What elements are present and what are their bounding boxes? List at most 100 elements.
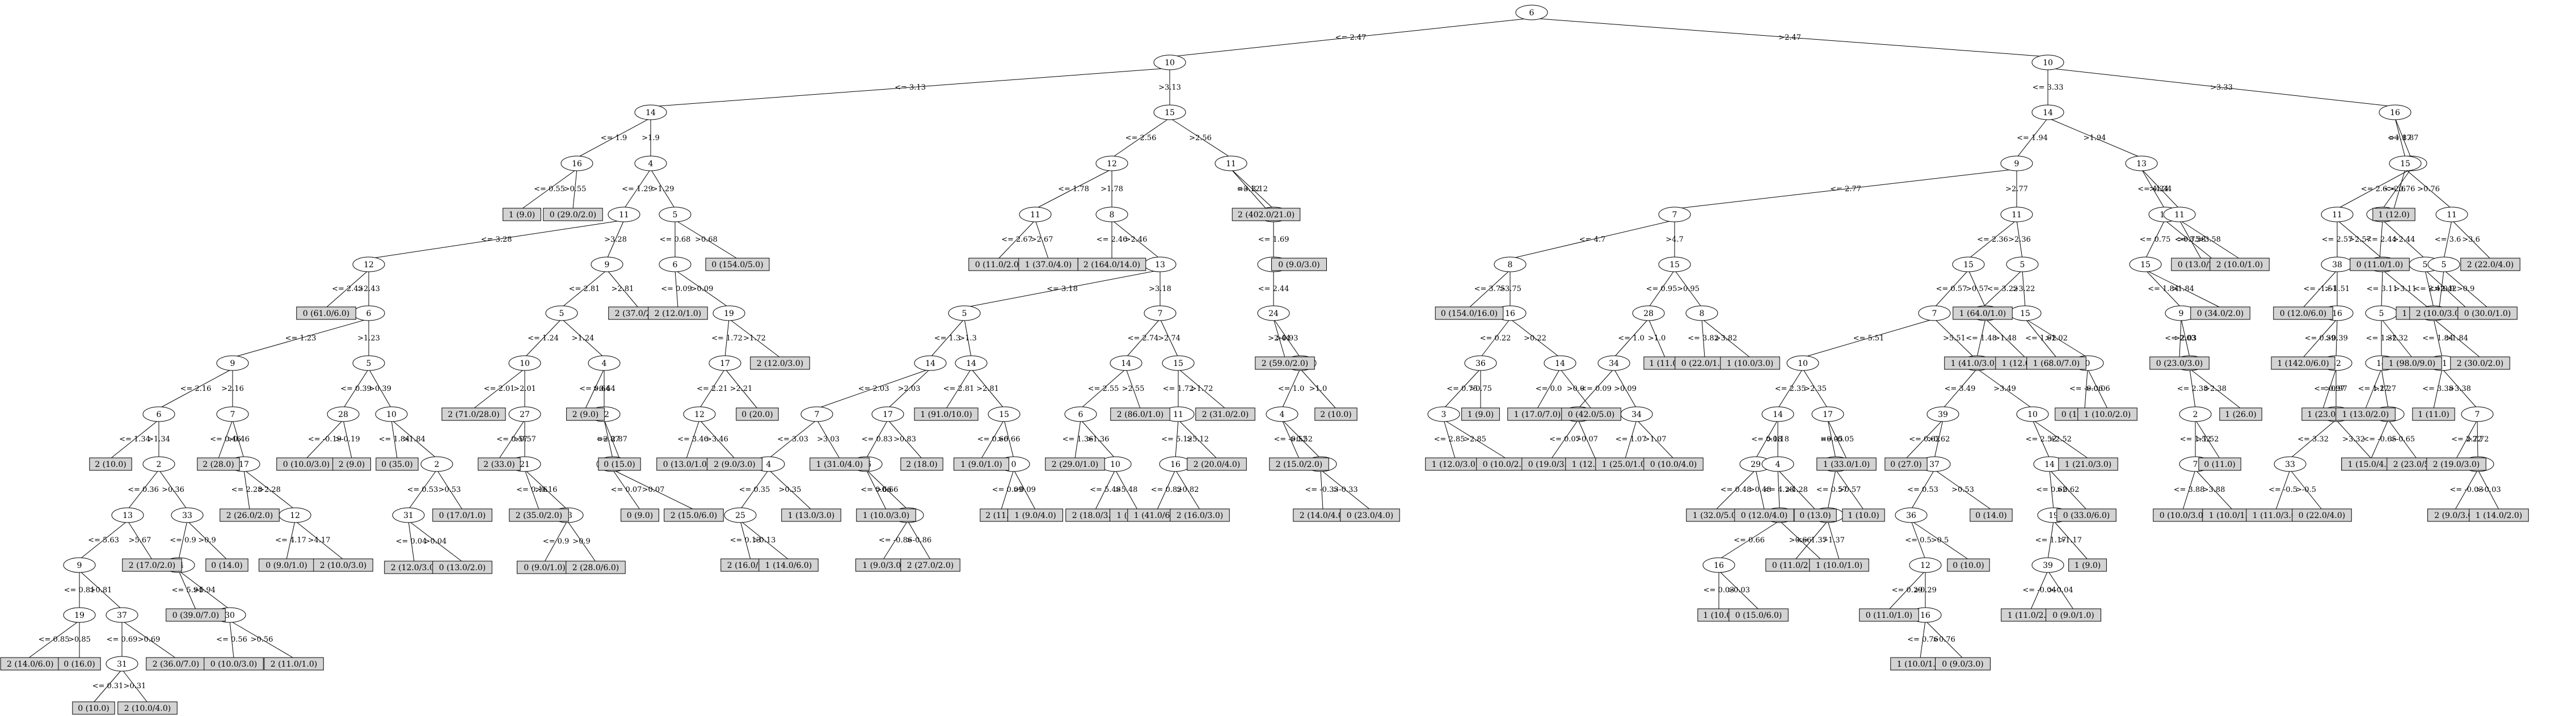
node-label: 2 — [157, 460, 162, 469]
tree-edge — [1985, 318, 2026, 358]
tree-edge — [699, 368, 726, 409]
tree-leaf: 2 (29.0/1.0) — [1045, 457, 1105, 471]
edge-condition-label: <= 0.35 — [739, 486, 770, 494]
edge-condition-label: <= 0.95 — [1646, 285, 1677, 293]
tree-edge — [229, 620, 234, 659]
tree-edge — [2189, 368, 2196, 409]
node-label: 7 — [230, 410, 235, 419]
tree-edge — [1648, 318, 1666, 358]
leaf-box — [313, 558, 373, 572]
leaf-label: 2 (11.0/1.0) — [271, 660, 317, 669]
leaf-label: 0 (14.0) — [1975, 511, 2006, 520]
tree-split-node: 14 — [955, 355, 988, 371]
node-label: 4 — [1280, 410, 1285, 419]
leaf-label: 1 (14.0/6.0) — [765, 561, 812, 570]
edge-condition-label: >-0.06 — [2085, 385, 2110, 393]
edge-condition-label: >3.82 — [1715, 334, 1738, 343]
tree-leaf: 0 (10.0/3.0) — [2153, 508, 2213, 522]
node-label: 38 — [2332, 260, 2342, 269]
tree-edge — [883, 520, 908, 560]
tree-leaf: 0 (9.0/3.0) — [1935, 657, 1991, 671]
edge-condition-label: >0.66 — [1789, 536, 1812, 545]
edge-condition-label: >3.03 — [817, 435, 840, 444]
node-label: 10 — [520, 359, 530, 368]
leaf-box — [2149, 356, 2210, 370]
node-label: 11 — [2012, 210, 2022, 220]
tree-split-node: 36 — [1464, 355, 1497, 371]
tree-split-node: 5 — [2006, 256, 2039, 272]
tree-edge — [1925, 620, 1963, 659]
split-ellipse — [2129, 256, 2162, 272]
edge-condition-label: >0.0 — [1567, 385, 1585, 393]
edge-condition-label: <= 3.82 — [1688, 334, 1719, 343]
leaf-box — [432, 508, 492, 522]
tree-leaf: 0 (11.0/1.0) — [2350, 258, 2410, 271]
tree-edge — [2084, 368, 2088, 409]
node-label: 11 — [1226, 159, 1236, 169]
leaf-box — [1077, 258, 1146, 271]
tree-edge — [1578, 419, 1596, 459]
edge-condition-label: >2.57 — [2349, 235, 2371, 244]
leaf-label: 2 (30.0/2.0) — [2457, 359, 2503, 368]
leaf-box — [1794, 508, 1837, 522]
leaf-label: 2 (402.0/21.0) — [1238, 210, 1295, 220]
tree-leaf: 2 (402.0/21.0) — [1232, 208, 1301, 221]
tree-edge — [1613, 368, 1637, 409]
tree-leaf: 1 (12.0) — [2372, 208, 2415, 221]
tree-leaf: 0 (20.0) — [736, 407, 779, 421]
tree-leaf: 0 (15.0/6.0) — [1728, 608, 1789, 622]
tree-edge — [121, 620, 176, 659]
tree-split-node: 4 — [588, 355, 621, 371]
edge-condition-label: <= 2.44 — [2366, 235, 2397, 244]
edge-condition-label: >1.72 — [743, 334, 766, 343]
node-label: 36 — [1906, 511, 1916, 520]
node-label: 8 — [1700, 309, 1705, 318]
edge-condition-label: <= 5.12 — [1161, 435, 1192, 444]
split-ellipse — [1811, 406, 1844, 422]
tree-split-node: 10 — [1786, 355, 1819, 371]
tree-edge — [2179, 318, 2182, 358]
edge-condition-label: >0.39 — [2325, 334, 2348, 343]
leaf-label: 1 (9.0) — [1468, 410, 1494, 419]
tree-leaf: 2 (9.0) — [566, 407, 605, 421]
tree-edge — [2381, 368, 2389, 409]
split-ellipse — [724, 507, 757, 523]
tree-edge — [1443, 419, 1507, 459]
leaf-label: 1 (10.0/3.0) — [1727, 359, 1773, 368]
node-label: 33 — [182, 511, 192, 520]
leaf-label: 1 (10.0/2.0) — [2084, 410, 2131, 419]
tree-split-node: 7 — [2461, 406, 2494, 422]
edge-condition-label: >2.55 — [1122, 385, 1145, 393]
edge-condition-label: <= 0.36 — [128, 486, 159, 494]
tree-leaf: 0 (9.0/3.0) — [1271, 258, 1327, 271]
tree-edge — [1976, 318, 1986, 358]
tree-edge — [243, 469, 296, 510]
edge-condition-label: >1.36 — [1087, 435, 1110, 444]
leaf-box — [509, 508, 569, 522]
tree-split-node: 6 — [1515, 5, 1548, 20]
leaf-label: 0 (10.0/2.0) — [1483, 460, 1529, 469]
tree-edge — [1613, 318, 1649, 358]
split-ellipse — [634, 155, 667, 171]
tree-leaf: 1 (21.0/3.0) — [2058, 457, 2118, 471]
nodes-layer: 6101014151641151296956721333919373114301… — [0, 5, 2529, 715]
tree-split-node: 13 — [1144, 256, 1177, 272]
leaf-box — [1195, 407, 1255, 421]
edge-condition-label: <= 0.75 — [2140, 235, 2171, 244]
tree-edge — [2145, 269, 2182, 308]
tree-edge — [2179, 220, 2240, 259]
tree-split-node: 14 — [1761, 406, 1794, 422]
tree-edge — [79, 520, 128, 560]
node-label: 16 — [1714, 561, 1724, 570]
edge-condition-label: >0.35 — [779, 486, 802, 494]
split-ellipse — [2461, 406, 2494, 422]
tree-edge — [2335, 318, 2338, 358]
edge-condition-label: <= 5.48 — [1090, 486, 1121, 494]
split-ellipse — [63, 557, 96, 573]
leaf-box — [204, 657, 264, 671]
tree-split-node: 12 — [1909, 557, 1942, 573]
tree-split-node: 9 — [2000, 155, 2033, 171]
edge-condition-label: <= 3.03 — [777, 435, 808, 444]
tree-leaf: 1 (14.0/6.0) — [758, 558, 819, 572]
tree-edge — [178, 520, 188, 560]
